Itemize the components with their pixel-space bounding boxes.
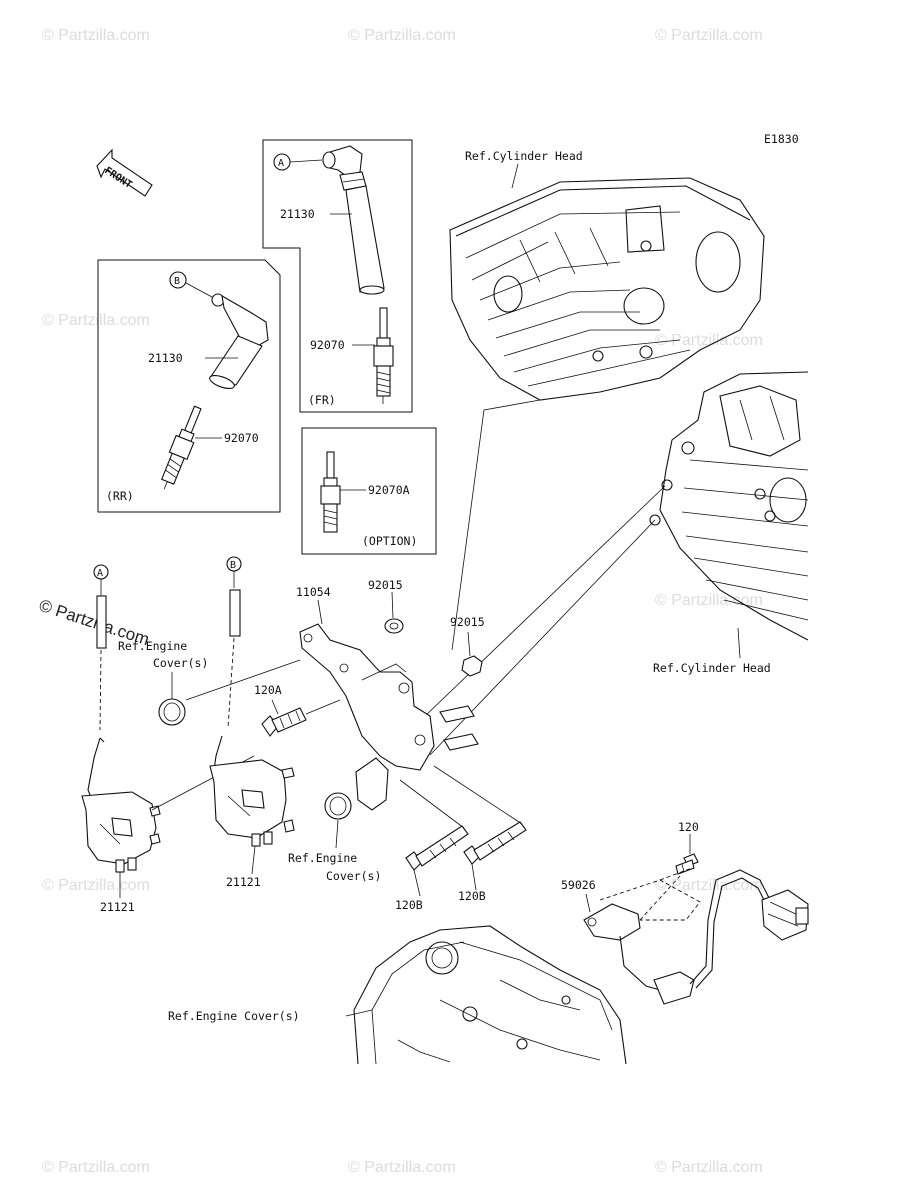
watermark-text: © Partzilla.com [655, 592, 763, 609]
watermark-text: © Partzilla.com [42, 1159, 150, 1176]
ref-label: Cover(s) [326, 869, 381, 883]
bolt-120b-left [405, 825, 469, 871]
grommet-cover-middle [324, 792, 352, 820]
part-label: 120A [254, 683, 282, 697]
ref-label: Ref.Engine Cover(s) [168, 1009, 300, 1023]
marker-a-lower: A [93, 564, 109, 731]
rr-frame [97, 259, 281, 513]
svg-text:B: B [230, 560, 236, 571]
watermark-layer: © Partzilla.com © Partzilla.com © Partzi… [37, 27, 763, 1176]
plug-cap-rr [209, 293, 269, 390]
ref-label: Ref.Engine [118, 639, 187, 653]
watermark-text: © Partzilla.com [655, 27, 763, 44]
ignition-coil-left [81, 737, 161, 873]
spark-plug-fr [373, 307, 394, 404]
bolt-120b-right [463, 821, 527, 865]
engine-cover-bottom [353, 925, 627, 1065]
part-label: 11054 [296, 585, 331, 599]
cylinder-head-right [649, 371, 809, 641]
part-label: 21121 [226, 875, 261, 889]
part-label: 21130 [280, 207, 315, 221]
svg-text:A: A [97, 568, 103, 579]
marker-b-label: B [174, 276, 180, 287]
rr-box-label: (RR) [106, 489, 134, 503]
watermark-text: © Partzilla.com [655, 877, 763, 894]
watermark-text: © Partzilla.com [348, 27, 456, 44]
spark-plug-option [320, 451, 341, 533]
marker-a-label: A [278, 158, 284, 169]
rr-group: B 21130 92070 (RR) [97, 259, 281, 513]
grommet-cover-upper [158, 698, 186, 726]
part-label: 92015 [368, 578, 403, 592]
marker-b-lower: B [226, 556, 242, 729]
watermark-text: © Partzilla.com [655, 332, 763, 349]
bracket-11054 [299, 623, 479, 811]
ignition-coil-right [209, 735, 295, 847]
bolt-120a [261, 707, 307, 737]
part-label: 120B [395, 898, 423, 912]
ref-label: Ref.Cylinder Head [465, 149, 583, 163]
part-label: 92070 [224, 431, 259, 445]
option-frame [301, 427, 437, 555]
watermark-text: © Partzilla.com [42, 312, 150, 329]
front-arrow-icon: FRONT [96, 148, 153, 197]
watermark-text: © Partzilla.com [42, 27, 150, 44]
part-label: 120B [458, 889, 486, 903]
ref-label: Ref.Engine [288, 851, 357, 865]
spark-plug-rr [160, 405, 202, 490]
part-label: 92015 [450, 615, 485, 629]
grommet-92015-b [461, 655, 483, 677]
watermark-text: © Partzilla.com [348, 1159, 456, 1176]
ref-label: Ref.Cylinder Head [653, 661, 771, 675]
fr-box-label: (FR) [308, 393, 336, 407]
part-label: 92070A [368, 483, 410, 497]
watermark-text: © Partzilla.com [655, 1159, 763, 1176]
ref-label: Cover(s) [153, 656, 208, 670]
bolt-120 [675, 853, 699, 875]
option-group: 92070A (OPTION) [301, 427, 437, 555]
marker-b [169, 271, 187, 289]
part-label: 120 [678, 820, 699, 834]
diagram-code: E1830 [764, 132, 799, 146]
part-label: 92070 [310, 338, 345, 352]
plug-cap-fr [322, 145, 385, 295]
part-label: 21130 [148, 351, 183, 365]
fr-group: A 21130 92070 (FR) [262, 139, 413, 413]
part-label: 59026 [561, 878, 596, 892]
part-label: 21121 [100, 900, 135, 914]
watermark-text: © Partzilla.com [42, 877, 150, 894]
option-box-label: (OPTION) [362, 534, 417, 548]
pickup-sensor-59026 [583, 867, 809, 1005]
fr-frame [262, 139, 413, 413]
cylinder-head-top [449, 177, 765, 401]
grommet-92015-a [384, 618, 404, 634]
